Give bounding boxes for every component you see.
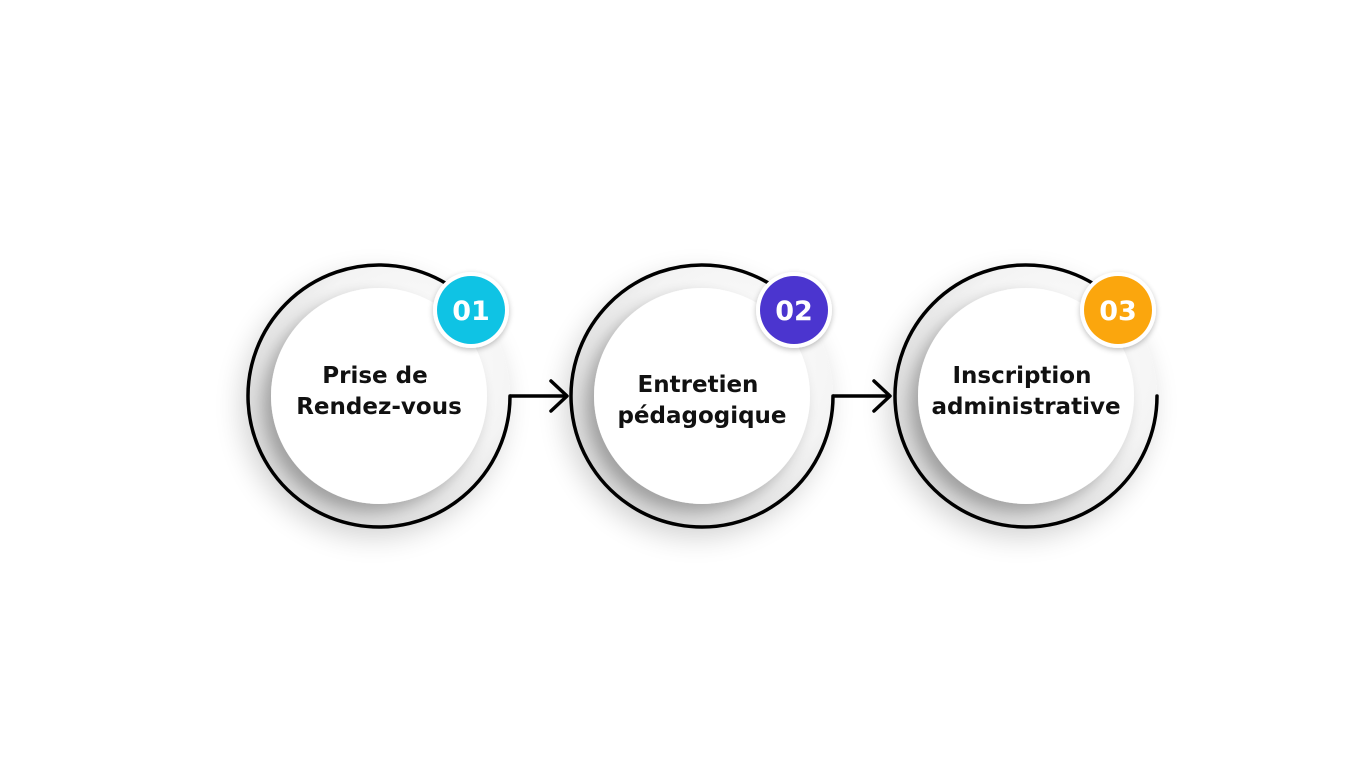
step-2-ring-stroke bbox=[569, 263, 835, 529]
step-1-inner-disc bbox=[271, 288, 487, 504]
connector-arrow-2 bbox=[833, 379, 892, 413]
step-1: Prise de Rendez-vous 01 bbox=[246, 263, 512, 529]
step-1-label-line-2: Rendez-vous bbox=[296, 394, 462, 420]
step-1-number: 01 bbox=[452, 296, 490, 327]
step-3-badge: 03 bbox=[1080, 272, 1156, 348]
step-3-label-line-2: administrative bbox=[931, 394, 1120, 420]
step-3-label-line-1: Inscription bbox=[952, 363, 1091, 389]
step-2-badge: 02 bbox=[756, 272, 832, 348]
connector-arrow-1 bbox=[510, 379, 569, 413]
step-3-label: Inscription administrative bbox=[931, 363, 1120, 420]
step-2-label-line-2: pédagogique bbox=[617, 403, 786, 429]
step-3: Inscription administrative 03 bbox=[893, 263, 1159, 529]
step-2-number: 02 bbox=[775, 296, 813, 327]
step-3-inner-disc bbox=[918, 288, 1134, 504]
connector-2-arrowhead-icon bbox=[872, 379, 892, 413]
step-1-label: Prise de Rendez-vous bbox=[296, 363, 462, 420]
connector-1-arrowhead-icon bbox=[549, 379, 569, 413]
step-1-ring-stroke bbox=[246, 263, 512, 529]
step-3-ring-stroke bbox=[893, 263, 1159, 529]
step-2-badge-circle bbox=[760, 276, 828, 344]
step-2-label-line-1: Entretien bbox=[638, 372, 759, 398]
step-2-label: Entretien pédagogique bbox=[617, 372, 786, 429]
step-2-inner-disc bbox=[594, 288, 810, 504]
step-1-badge: 01 bbox=[433, 272, 509, 348]
step-1-badge-circle bbox=[437, 276, 505, 344]
step-3-badge-circle bbox=[1084, 276, 1152, 344]
step-1-label-line-1: Prise de bbox=[322, 363, 427, 389]
step-2: Entretien pédagogique 02 bbox=[569, 263, 835, 529]
step-3-number: 03 bbox=[1099, 296, 1137, 327]
